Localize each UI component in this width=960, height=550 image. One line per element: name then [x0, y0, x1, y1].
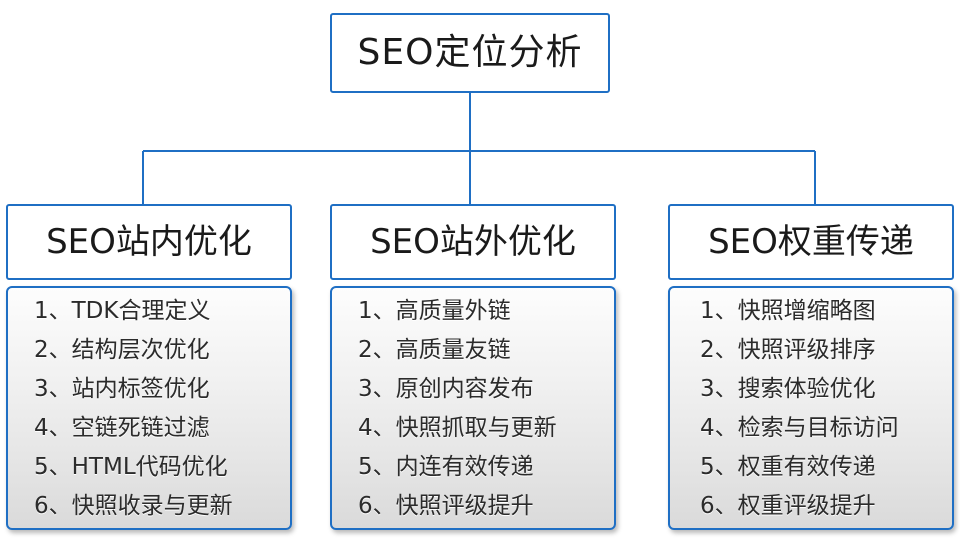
list-item: 3、搜索体验优化 — [700, 376, 876, 402]
branch-item-list-1: 1、TDK合理定义 2、结构层次优化 3、站内标签优化 4、空链死链过滤 5、H… — [6, 286, 292, 530]
list-item: 2、快照评级排序 — [700, 337, 876, 363]
list-item: 3、站内标签优化 — [34, 376, 210, 402]
list-item: 6、快照收录与更新 — [34, 493, 233, 519]
list-item: 1、快照增缩略图 — [700, 298, 876, 324]
list-item: 2、高质量友链 — [358, 337, 511, 363]
root-node[interactable]: SEO定位分析 — [330, 13, 610, 93]
list-item: 5、HTML代码优化 — [34, 454, 228, 480]
list-item: 6、快照评级提升 — [358, 493, 534, 519]
list-item: 4、空链死链过滤 — [34, 415, 210, 441]
branch-header-title-2: SEO站外优化 — [370, 222, 576, 262]
list-item: 5、权重有效传递 — [700, 454, 876, 480]
list-item: 3、原创内容发布 — [358, 376, 534, 402]
branch-header-title-1: SEO站内优化 — [46, 222, 252, 262]
branch-column-3: SEO权重传递 1、快照增缩略图 2、快照评级排序 3、搜索体验优化 4、检索与… — [668, 204, 954, 530]
branch-column-2: SEO站外优化 1、高质量外链 2、高质量友链 3、原创内容发布 4、快照抓取与… — [330, 204, 616, 530]
list-item: 1、TDK合理定义 — [34, 298, 211, 324]
root-node-title: SEO定位分析 — [357, 32, 583, 73]
list-item: 4、快照抓取与更新 — [358, 415, 557, 441]
branch-header-2[interactable]: SEO站外优化 — [330, 204, 616, 280]
list-item: 4、检索与目标访问 — [700, 415, 899, 441]
branch-item-list-2: 1、高质量外链 2、高质量友链 3、原创内容发布 4、快照抓取与更新 5、内连有… — [330, 286, 616, 530]
branch-column-1: SEO站内优化 1、TDK合理定义 2、结构层次优化 3、站内标签优化 4、空链… — [6, 204, 292, 530]
list-item: 2、结构层次优化 — [34, 337, 210, 363]
list-item: 5、内连有效传递 — [358, 454, 534, 480]
branch-header-3[interactable]: SEO权重传递 — [668, 204, 954, 280]
branch-header-1[interactable]: SEO站内优化 — [6, 204, 292, 280]
list-item: 1、高质量外链 — [358, 298, 511, 324]
list-item: 6、权重评级提升 — [700, 493, 876, 519]
branch-item-list-3: 1、快照增缩略图 2、快照评级排序 3、搜索体验优化 4、检索与目标访问 5、权… — [668, 286, 954, 530]
branch-header-title-3: SEO权重传递 — [708, 222, 914, 262]
